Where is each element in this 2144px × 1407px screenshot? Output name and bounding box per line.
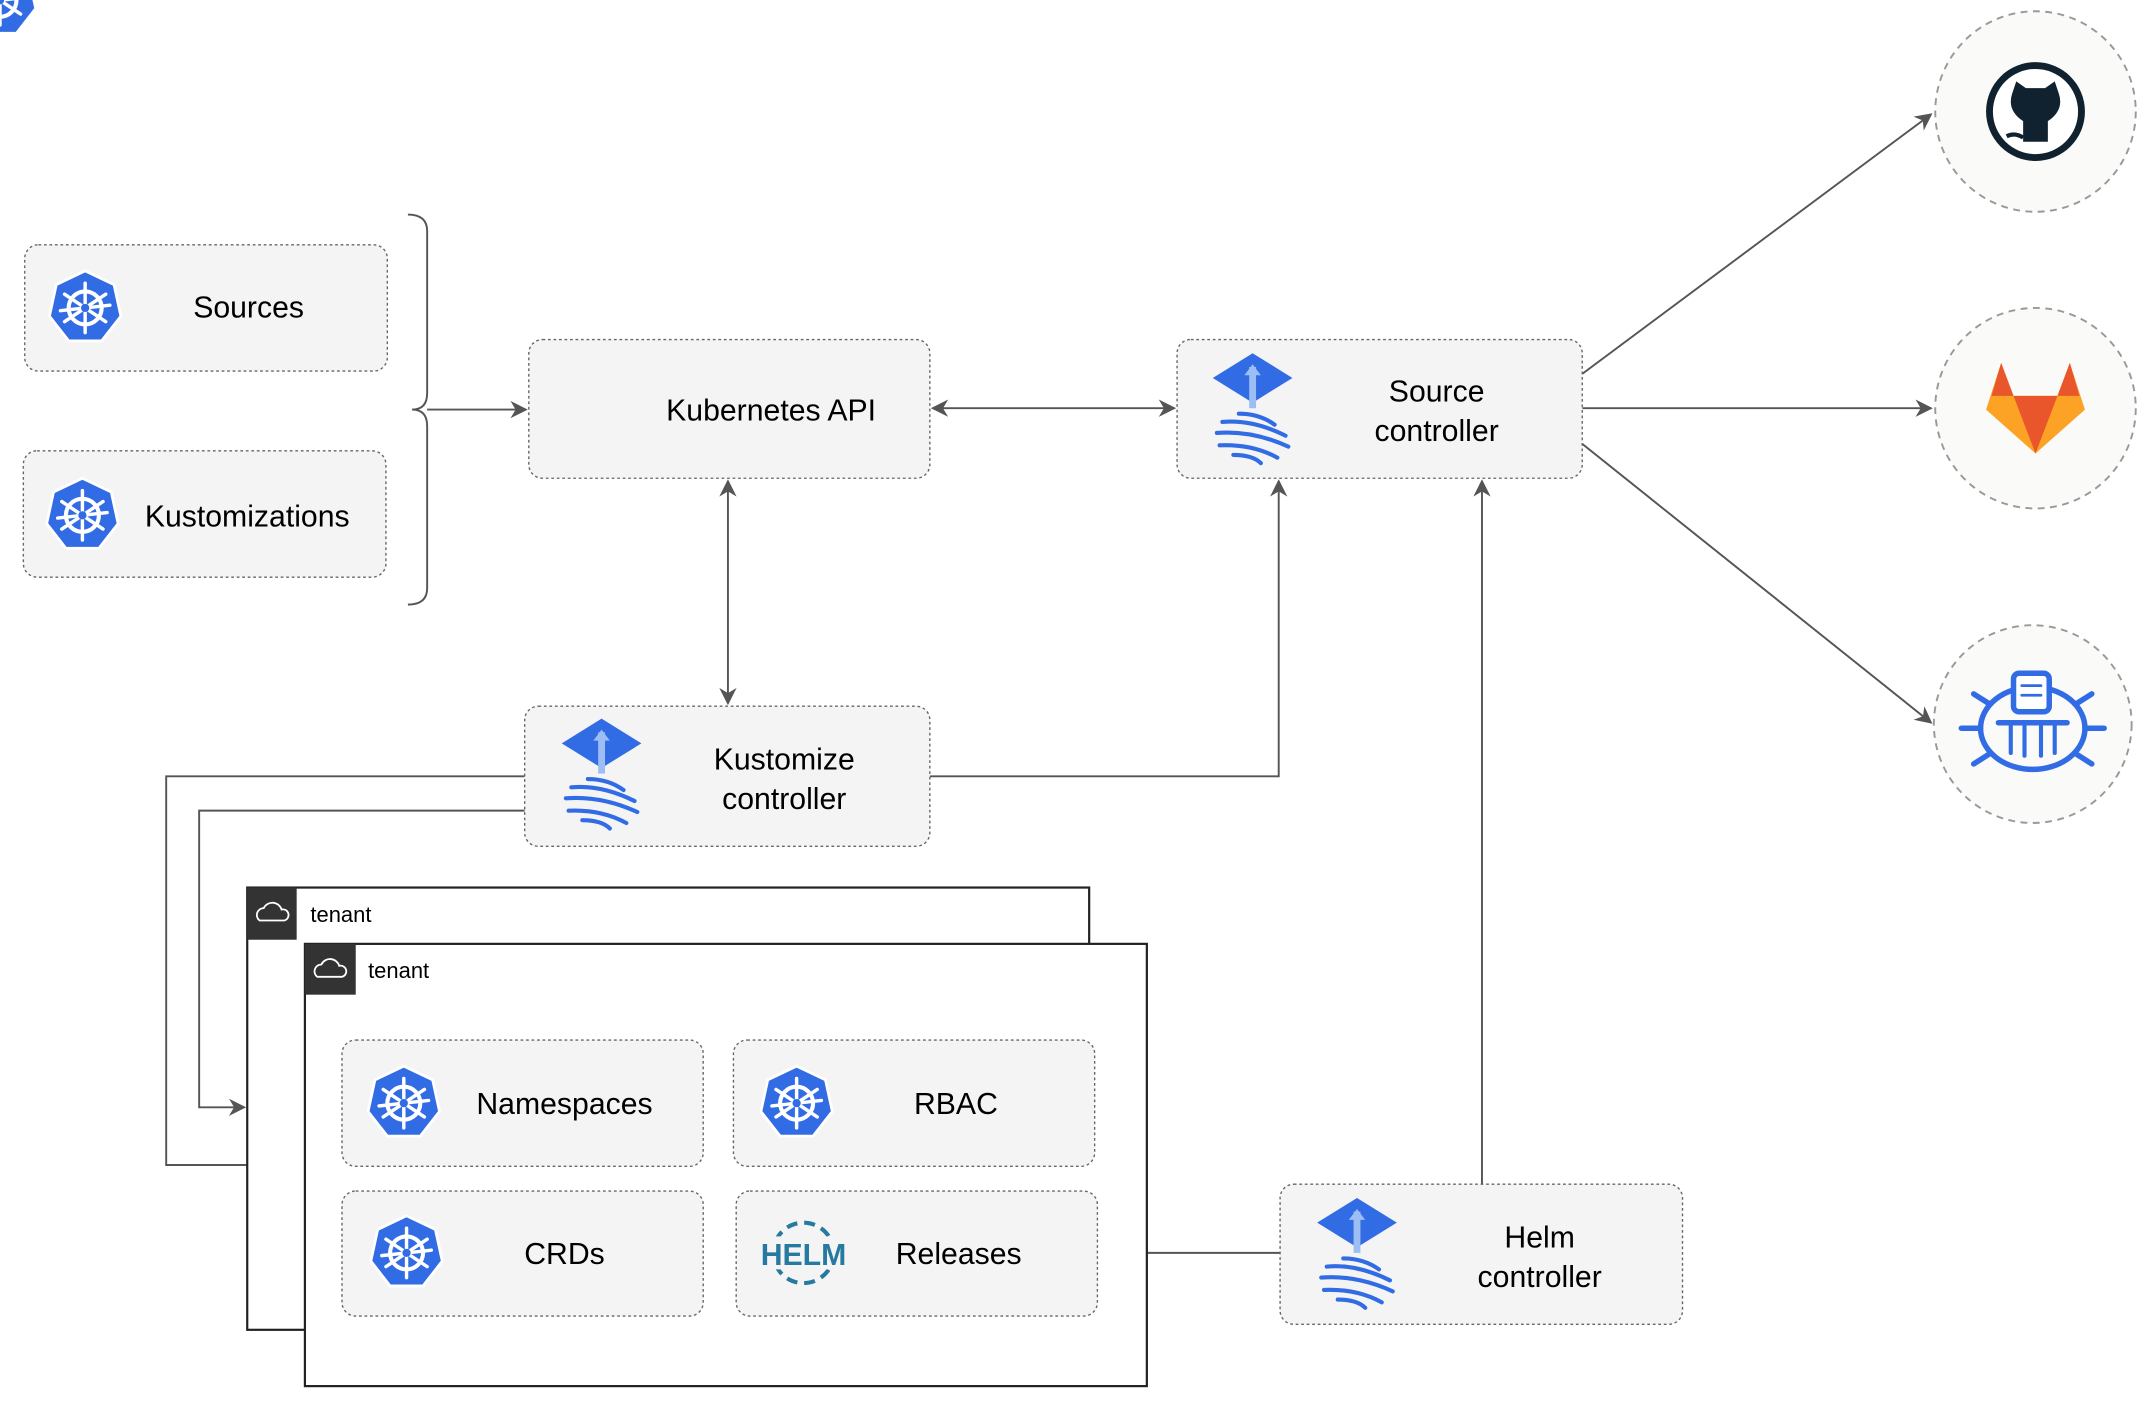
tenant-label: tenant (310, 902, 371, 927)
helm-controller-label-1: Helm (1504, 1221, 1574, 1254)
kubernetes-icon (47, 478, 118, 548)
releases-node[interactable]: HELM Releases (735, 1190, 1099, 1317)
crds-node[interactable]: CRDs (341, 1190, 704, 1317)
crds-label: CRDs (524, 1238, 605, 1271)
kubernetes-icon (0, 0, 36, 33)
helm-controller-label-2: controller (1478, 1261, 1602, 1294)
source-controller-label-1: Source (1389, 375, 1485, 408)
sources-node[interactable]: Sources (24, 244, 389, 372)
kubernetes-api-node[interactable]: Kubernetes API (0, 0, 931, 479)
svg-text:HELM: HELM (761, 1239, 847, 1272)
edge-kustomize-to-source (929, 479, 1288, 778)
rbac-node[interactable]: RBAC (732, 1039, 1096, 1168)
kubernetes-api-label: Kubernetes API (666, 395, 876, 428)
kustomizations-label: Kustomizations (145, 500, 350, 533)
cloud-icon (255, 901, 290, 922)
kubernetes-icon (49, 271, 120, 341)
edge-kustomize-to-tenant-front (165, 775, 525, 1174)
gitlab-icon (1986, 362, 2085, 454)
tenant-label: tenant (368, 958, 429, 983)
kustomize-controller-label-2: controller (722, 783, 846, 816)
kustomizations-node[interactable]: Kustomizations (22, 450, 387, 578)
bracket (407, 213, 429, 606)
helm-icon: HELM (755, 1220, 852, 1286)
source-controller-node[interactable]: Source controller (1176, 338, 1583, 479)
sources-label: Sources (193, 292, 304, 325)
tenant-front[interactable]: tenant Namespaces RBAC CRDs HELM Release… (303, 942, 1148, 1388)
releases-label: Releases (896, 1238, 1022, 1271)
cloud-icon (313, 958, 348, 978)
bucket-icon (1958, 670, 2107, 773)
github-source[interactable] (1934, 10, 2137, 213)
rbac-label: RBAC (914, 1088, 998, 1121)
namespaces-label: Namespaces (476, 1088, 652, 1121)
kustomize-controller-node[interactable]: Kustomize controller (523, 705, 931, 848)
kubernetes-icon (761, 1066, 832, 1136)
helm-controller-node[interactable]: Helm controller (1279, 1183, 1684, 1325)
source-controller-label-2: controller (1375, 415, 1499, 448)
namespaces-node[interactable]: Namespaces (341, 1039, 704, 1168)
edge-source-to-bucket (1581, 443, 1933, 724)
kubernetes-icon (371, 1216, 442, 1286)
bucket-source[interactable] (1932, 624, 2133, 824)
kustomize-controller-label-1: Kustomize (714, 743, 855, 776)
edge-source-to-github (1581, 113, 1933, 375)
github-icon (1986, 62, 2085, 161)
edge-kustomize-to-tenant-back (198, 809, 525, 1116)
gitlab-source[interactable] (1934, 306, 2137, 510)
kubernetes-icon (368, 1066, 439, 1136)
